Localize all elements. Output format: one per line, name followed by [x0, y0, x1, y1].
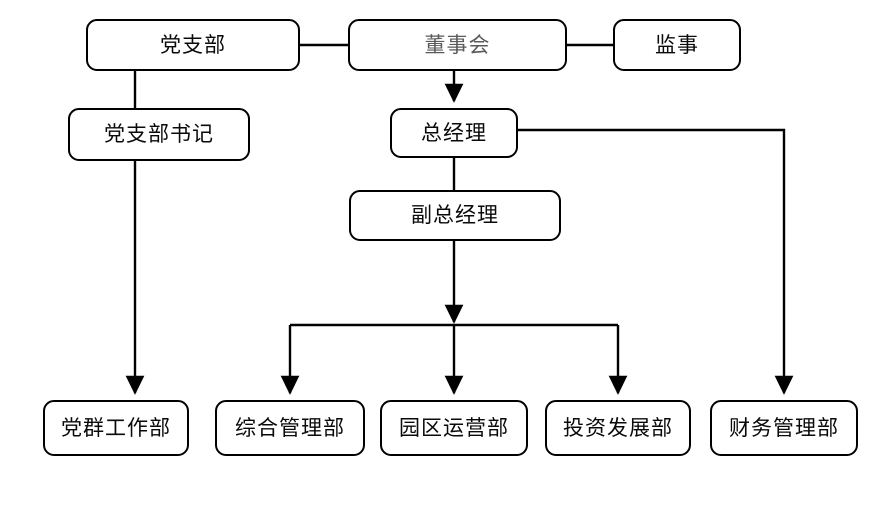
node-label-general-admin-dept: 综合管理部: [235, 416, 345, 440]
node-label-supervisor: 监事: [655, 33, 699, 57]
node-label-investment-dept: 投资发展部: [563, 416, 673, 440]
node-label-finance-dept: 财务管理部: [729, 416, 839, 440]
node-board-of-directors[interactable]: 董事会: [348, 19, 567, 71]
node-general-admin-dept[interactable]: 综合管理部: [215, 400, 365, 456]
node-finance-dept[interactable]: 财务管理部: [710, 400, 858, 456]
node-label-general-manager: 总经理: [421, 121, 487, 145]
node-party-secretary[interactable]: 党支部书记: [68, 108, 250, 161]
node-label-party-secretary: 党支部书记: [104, 123, 214, 146]
connector-gm-to-finance: [518, 128, 794, 395]
node-label-party-mass-dept: 党群工作部: [61, 416, 171, 440]
node-deputy-gm[interactable]: 副总经理: [349, 190, 561, 241]
node-party-branch[interactable]: 党支部: [86, 19, 300, 71]
node-park-operations-dept[interactable]: 园区运营部: [380, 400, 528, 456]
node-general-manager[interactable]: 总经理: [390, 108, 518, 158]
node-label-deputy-gm: 副总经理: [411, 204, 499, 227]
node-label-party-branch: 党支部: [160, 33, 226, 57]
node-party-mass-dept[interactable]: 党群工作部: [43, 400, 189, 456]
node-label-board-of-directors: 董事会: [424, 33, 491, 57]
node-label-park-operations-dept: 园区运营部: [399, 416, 509, 440]
node-supervisor[interactable]: 监事: [613, 19, 741, 71]
node-investment-dept[interactable]: 投资发展部: [545, 400, 691, 456]
